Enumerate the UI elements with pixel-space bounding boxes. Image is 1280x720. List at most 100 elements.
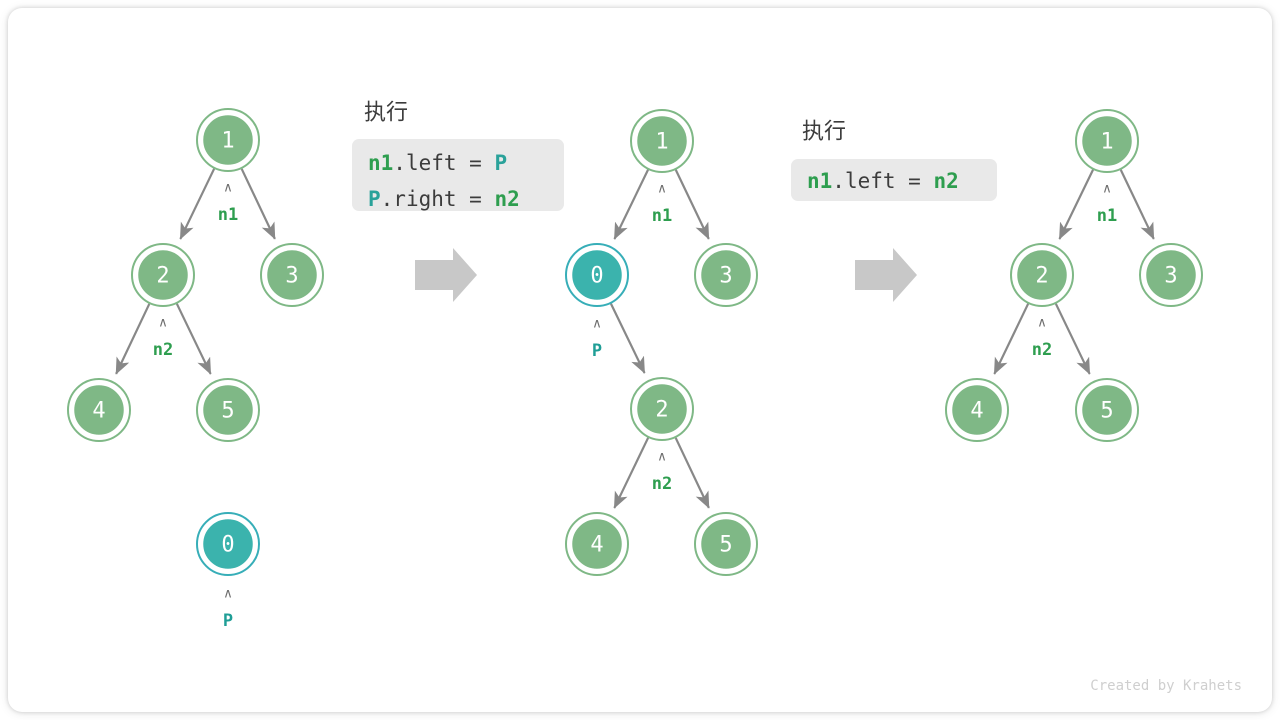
node-disc (200, 516, 256, 572)
tree-node[interactable]: 3 (1139, 243, 1203, 307)
node-disc (264, 247, 320, 303)
node-value: 4 (92, 399, 105, 424)
node-value: 2 (655, 398, 668, 423)
tree-node[interactable]: 4 (67, 378, 131, 442)
tree-edge (613, 169, 650, 240)
pointer-label-n1: n1 (1097, 206, 1117, 226)
pointer-caret-icon: ∧ (1037, 316, 1047, 331)
pointer-caret-icon: ∧ (158, 316, 168, 331)
node-disc (1143, 247, 1199, 303)
tree-node[interactable]: 0 (196, 512, 260, 576)
pointer-label-p: P (223, 611, 233, 631)
code-token: n1 (368, 151, 393, 175)
node-value: 2 (156, 264, 169, 289)
node-disc (135, 247, 191, 303)
tree-node[interactable]: 0 (565, 243, 629, 307)
node-disc (1014, 247, 1070, 303)
pointer-label-n1: n1 (218, 205, 238, 225)
node-outer-ring (1075, 109, 1139, 173)
node-outer-ring (67, 378, 131, 442)
node-outer-ring (694, 243, 758, 307)
execute-caption: 执行 (802, 120, 846, 145)
tree-node[interactable]: 5 (196, 378, 260, 442)
node-disc (71, 382, 127, 438)
node-value: 5 (221, 399, 234, 424)
node-outer-ring (131, 243, 195, 307)
pointer-caret-icon: ∧ (1102, 182, 1112, 197)
pointer-label-n1: n1 (652, 206, 672, 226)
node-outer-ring (630, 109, 694, 173)
tree-edge (674, 169, 710, 240)
node-value: 0 (221, 533, 234, 558)
code-token: n2 (494, 187, 519, 211)
node-disc (949, 382, 1005, 438)
node-outer-ring (1010, 243, 1074, 307)
node-disc (634, 381, 690, 437)
tree-node[interactable]: 3 (694, 243, 758, 307)
pointer-label-n2: n2 (153, 340, 173, 360)
node-disc (698, 247, 754, 303)
node-outer-ring (565, 512, 629, 576)
tree-node[interactable]: 5 (1075, 378, 1139, 442)
tree-node[interactable]: 3 (260, 243, 324, 307)
node-outer-ring (196, 512, 260, 576)
node-disc (634, 113, 690, 169)
node-value: 3 (1164, 264, 1177, 289)
node-disc (200, 382, 256, 438)
node-outer-ring (196, 108, 260, 172)
node-disc (569, 516, 625, 572)
tree-edge (609, 303, 646, 374)
tree-edge (179, 168, 216, 240)
step-transition-arrow-icon (855, 248, 917, 302)
tree-node[interactable]: 2 (1010, 243, 1074, 307)
tree-edge (1058, 169, 1095, 240)
node-value: 0 (590, 264, 603, 289)
pointer-label-n2: n2 (1032, 340, 1052, 360)
node-outer-ring (196, 378, 260, 442)
tree-node[interactable]: 1 (1075, 109, 1139, 173)
pointer-caret-icon: ∧ (657, 182, 667, 197)
node-value: 2 (1035, 264, 1048, 289)
node-outer-ring (260, 243, 324, 307)
code-box (352, 139, 564, 211)
node-value: 4 (970, 399, 983, 424)
code-token: n2 (933, 169, 958, 193)
tree-node[interactable]: 4 (945, 378, 1009, 442)
pointer-caret-icon: ∧ (657, 450, 667, 465)
node-disc (1079, 113, 1135, 169)
node-value: 1 (1100, 130, 1113, 155)
tree-node[interactable]: 1 (630, 109, 694, 173)
node-value: 5 (1100, 399, 1113, 424)
node-value: 1 (655, 130, 668, 155)
code-token: P (494, 151, 507, 175)
tree-edge (1054, 303, 1091, 375)
tree-node[interactable]: 2 (131, 243, 195, 307)
tree-edge (613, 437, 650, 509)
tree-node[interactable]: 5 (694, 512, 758, 576)
node-value: 1 (221, 129, 234, 154)
pointer-caret-icon: ∧ (592, 317, 602, 332)
code-token: P (368, 187, 381, 211)
pointer-caret-icon: ∧ (223, 587, 233, 602)
tree-edge (115, 303, 151, 375)
credit-label: Created by Krahets (1090, 678, 1242, 694)
tree-edge (1119, 169, 1155, 240)
tree-nodes-layer: 1 2 3 4 5 0 1 0 3 2 4 5 1 2 3 4 5 (67, 108, 1203, 576)
tree-edge (674, 437, 710, 509)
node-disc (569, 247, 625, 303)
tree-node[interactable]: 1 (196, 108, 260, 172)
node-value: 3 (285, 264, 298, 289)
tree-edge (175, 303, 212, 375)
node-disc (1079, 382, 1135, 438)
pointer-caret-icon: ∧ (223, 181, 233, 196)
node-outer-ring (630, 377, 694, 441)
pointer-labels-layer: ∧ n1 ∧ n2 ∧ P ∧ n1 ∧ P ∧ n2 ∧ n1 ∧ n2 (153, 181, 1117, 632)
tree-node[interactable]: 4 (565, 512, 629, 576)
code-token: n1 (807, 169, 832, 193)
tree-edges-layer (115, 168, 1155, 509)
code-token: .right = (381, 187, 495, 211)
tree-node[interactable]: 2 (630, 377, 694, 441)
